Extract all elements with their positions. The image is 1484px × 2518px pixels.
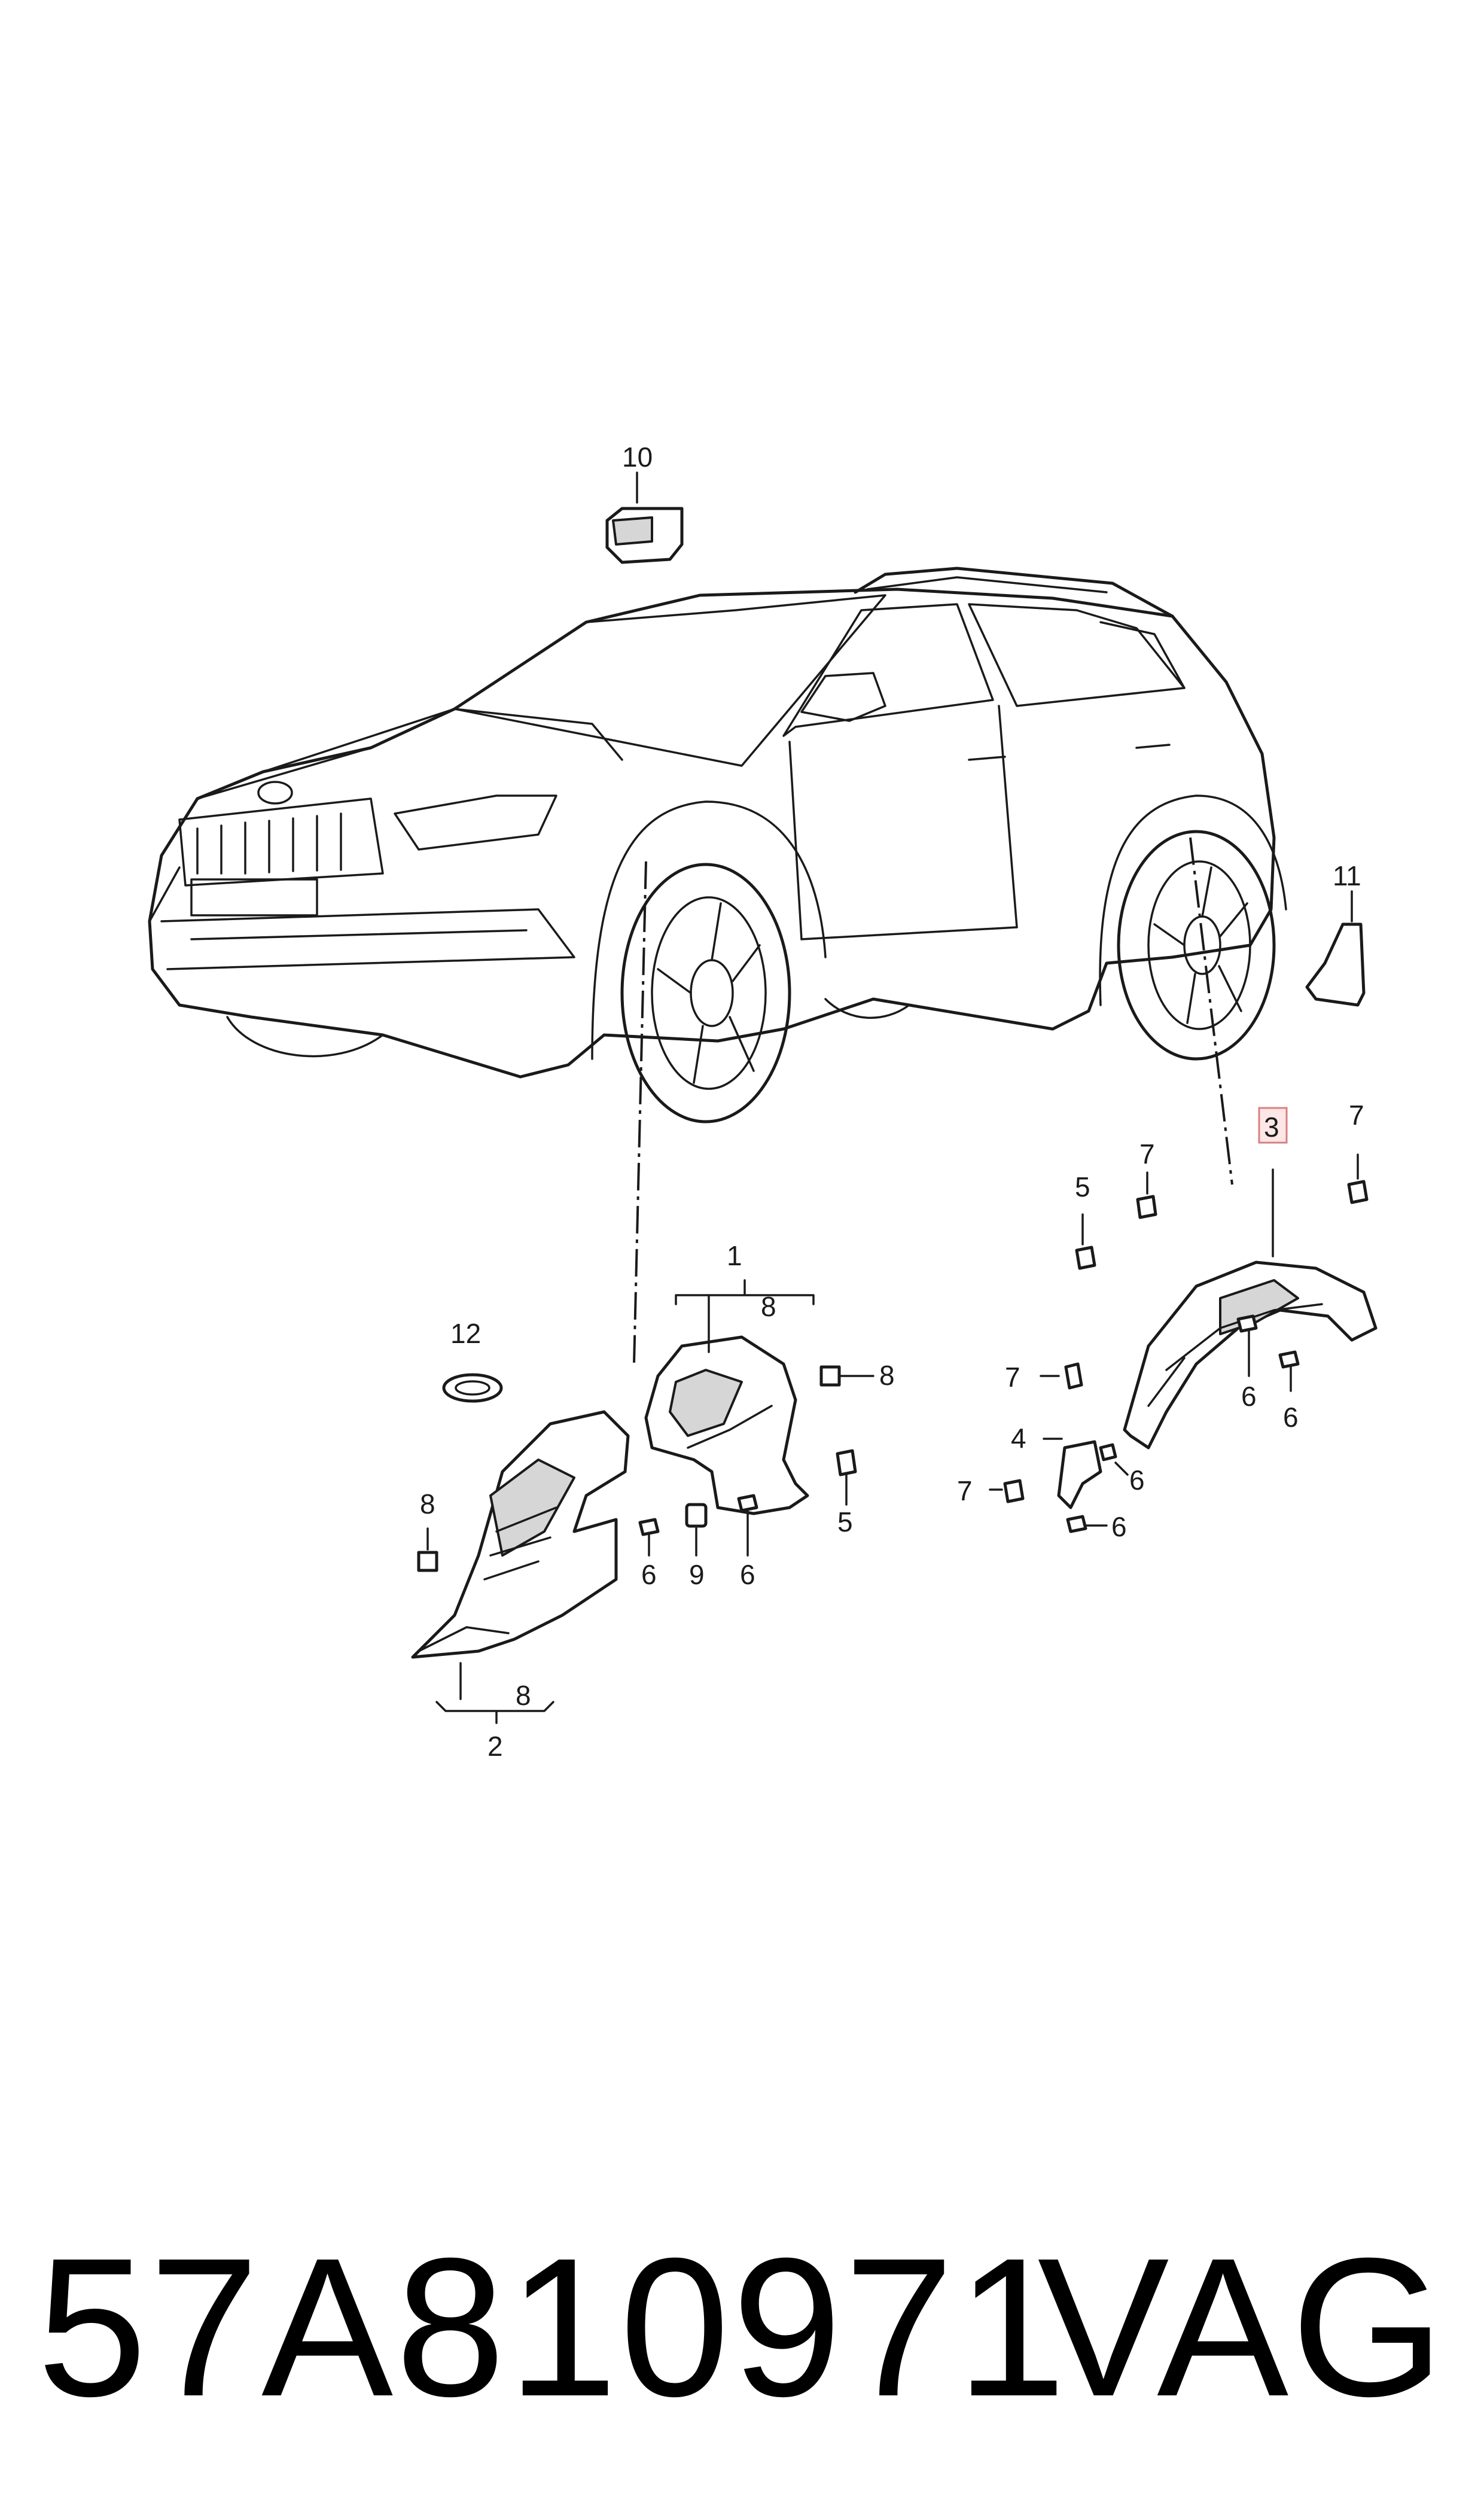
callout-6-rear-a: 6 bbox=[1241, 1381, 1257, 1412]
callout-9: 9 bbox=[689, 1559, 705, 1590]
part-2-wheelhouse-liner-front-section bbox=[411, 1410, 630, 1659]
callout-7-bracket-left: 7 bbox=[957, 1475, 973, 1506]
callout-6-part1: 6 bbox=[740, 1559, 755, 1590]
callout-7-top: 7 bbox=[1139, 1138, 1155, 1170]
callout-8-part1-group: 8 bbox=[761, 1291, 776, 1322]
callout-7-bracket-top: 7 bbox=[1005, 1362, 1020, 1393]
parts-diagram: 10 11 3 7 7 5 6 6 7 4 6 7 6 1 8 8 5 6 9 … bbox=[148, 442, 1378, 1762]
part-12-seal bbox=[442, 1373, 503, 1403]
front-arch-leader bbox=[633, 861, 647, 1365]
callout-5-part1: 5 bbox=[837, 1506, 853, 1537]
callout-2: 2 bbox=[487, 1731, 503, 1762]
footer: 57A810971 VAG bbox=[0, 2213, 1484, 2441]
callout-6-part2: 6 bbox=[641, 1559, 657, 1590]
callout-labels: 10 11 3 7 7 5 6 6 7 4 6 7 6 1 8 8 5 6 9 … bbox=[420, 442, 1364, 1762]
part-4-bracket bbox=[1057, 1440, 1102, 1509]
callout-8-part2-group: 8 bbox=[516, 1680, 531, 1711]
brand-label: VAG bbox=[1037, 2216, 1447, 2437]
callout-6-bracket-right: 6 bbox=[1129, 1464, 1145, 1496]
callout-5-rear: 5 bbox=[1075, 1171, 1090, 1202]
callout-6-rear-b: 6 bbox=[1283, 1402, 1299, 1433]
callout-11: 11 bbox=[1333, 860, 1361, 891]
callout-3-highlight bbox=[1258, 1107, 1288, 1144]
callout-6-bracket-bottom: 6 bbox=[1111, 1511, 1127, 1542]
rear-arch-leader bbox=[1189, 837, 1233, 1185]
callout-8-part1-nut: 8 bbox=[879, 1360, 895, 1391]
part-1-wheelhouse-liner-rear-section bbox=[644, 1335, 809, 1515]
callout-1: 1 bbox=[727, 1240, 742, 1271]
callout-12: 12 bbox=[450, 1318, 481, 1349]
callout-8-left-nut: 8 bbox=[420, 1488, 435, 1520]
part-10-clip bbox=[605, 507, 684, 564]
part-3-rear-wheelhouse-liner bbox=[1123, 1260, 1378, 1450]
fasteners bbox=[417, 1153, 1369, 1572]
callout-7-top-right: 7 bbox=[1349, 1100, 1364, 1131]
part-number: 57A810971 bbox=[37, 2216, 1069, 2437]
vehicle-illustration bbox=[148, 567, 1287, 1123]
callout-3: 3 bbox=[1264, 1112, 1279, 1143]
callout-10: 10 bbox=[622, 442, 653, 473]
part-11-mudflap bbox=[1305, 922, 1366, 1007]
callout-4: 4 bbox=[1011, 1423, 1026, 1454]
